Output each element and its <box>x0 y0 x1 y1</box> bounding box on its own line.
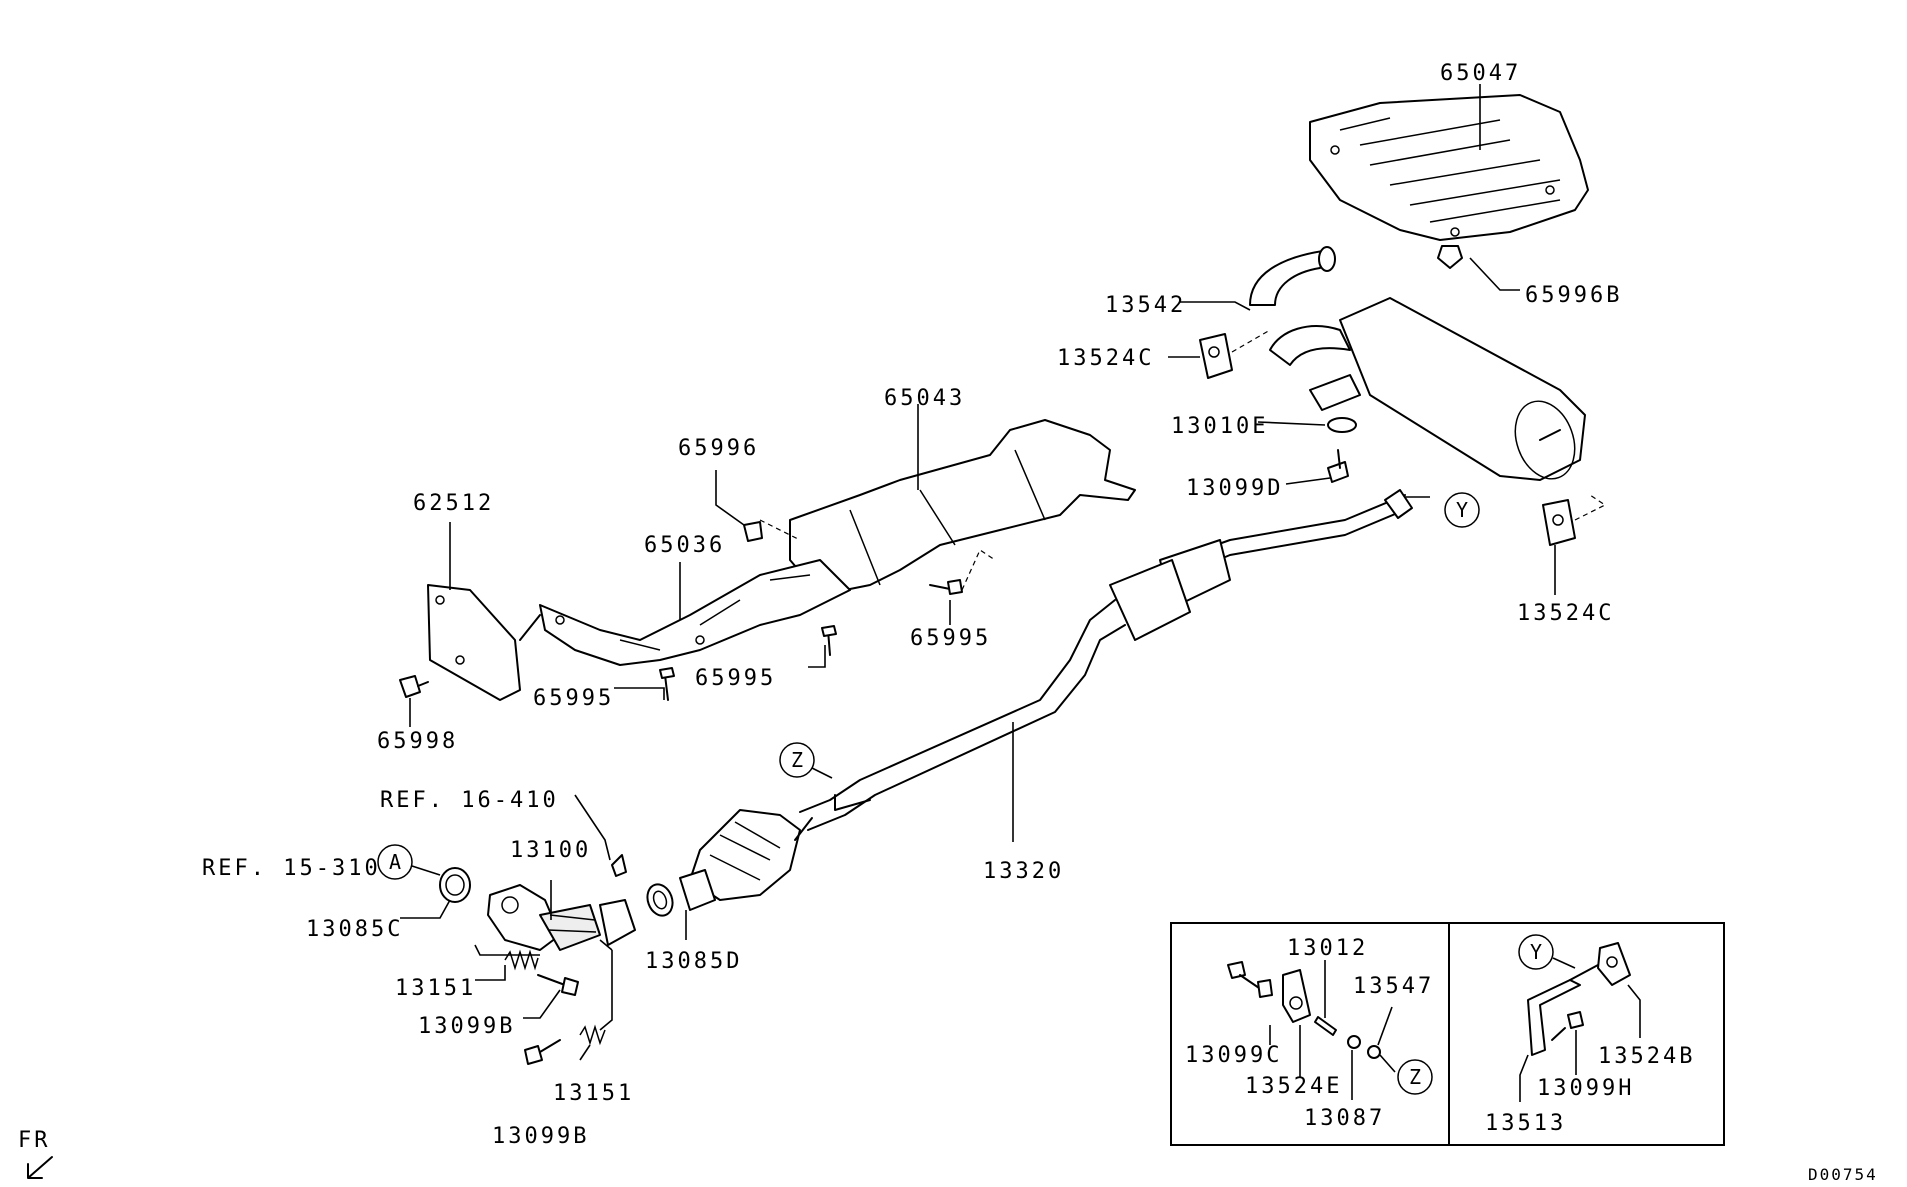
label-13542: 13542 <box>1105 293 1186 318</box>
tailpipe-13542 <box>1249 246 1336 306</box>
center-exhaust-pipe-13320 <box>799 489 1413 831</box>
label-65996B: 65996B <box>1525 283 1622 308</box>
diagram-id: D00754 <box>1808 1165 1878 1184</box>
heat-shield-65043 <box>789 419 1136 596</box>
label-13524C-right: 13524C <box>1517 601 1614 626</box>
label-13151-bottom: 13151 <box>553 1081 634 1106</box>
label-65995-mid: 65995 <box>695 666 776 691</box>
svg-text:Z: Z <box>1409 1065 1421 1089</box>
callout-A: A <box>377 844 413 880</box>
label-13087: 13087 <box>1304 1106 1385 1131</box>
label-65998: 65998 <box>377 729 458 754</box>
hanger-13524C-top <box>1199 333 1233 379</box>
label-13010E: 13010E <box>1171 414 1268 439</box>
catalytic-converter <box>689 809 813 901</box>
heat-shield-62512 <box>427 584 541 701</box>
clip-65996 <box>743 521 763 542</box>
label-13320: 13320 <box>983 859 1064 884</box>
label-13524B: 13524B <box>1598 1044 1695 1069</box>
main-muffler <box>1339 297 1586 481</box>
label-13547: 13547 <box>1353 974 1434 999</box>
clip-65995-mid <box>821 625 837 656</box>
callout-Y-detail: Y <box>1518 934 1554 970</box>
label-13085C: 13085C <box>306 917 403 942</box>
label-13012: 13012 <box>1287 936 1368 961</box>
label-13099B-top: 13099B <box>418 1014 515 1039</box>
muffler-inlet-pipe <box>1269 325 1361 411</box>
svg-text:Y: Y <box>1456 498 1468 522</box>
label-65036: 65036 <box>644 533 725 558</box>
detail-bolt-13099H <box>1551 1011 1584 1041</box>
label-62512: 62512 <box>413 491 494 516</box>
label-13099C: 13099C <box>1185 1043 1282 1068</box>
svg-text:A: A <box>389 850 401 874</box>
callout-Y-main: Y <box>1444 492 1480 528</box>
label-65995-right: 65995 <box>910 626 991 651</box>
label-65996: 65996 <box>678 436 759 461</box>
detail-pin-13012 <box>1314 1016 1337 1036</box>
ref-sensor <box>611 854 627 877</box>
flange-plate <box>679 869 716 911</box>
bolt-65998 <box>399 675 429 698</box>
callout-Z-main: Z <box>779 742 815 778</box>
label-13524E: 13524E <box>1245 1074 1342 1099</box>
detail-hanger-13524E <box>1282 969 1311 1023</box>
label-65047: 65047 <box>1440 61 1521 86</box>
heat-shield-65036 <box>539 559 851 666</box>
svg-text:Z: Z <box>791 748 803 772</box>
spring-13151-bottom <box>579 1024 606 1046</box>
front-pipe-13100 <box>487 884 636 951</box>
label-65043: 65043 <box>884 386 965 411</box>
label-13151-top: 13151 <box>395 976 476 1001</box>
label-13524C-top: 13524C <box>1057 346 1154 371</box>
bolt-13099D <box>1327 449 1349 483</box>
gasket-13085D <box>646 883 674 917</box>
label-13099B-bottom: 13099B <box>492 1124 589 1149</box>
label-ref-16-410: REF. 16-410 <box>380 788 559 813</box>
bolt-13099B-bottom <box>524 1039 561 1065</box>
detail-bolt-13099C <box>1227 961 1273 998</box>
gasket-13010E <box>1327 417 1357 433</box>
label-13100: 13100 <box>510 838 591 863</box>
gasket-13085C <box>439 867 471 903</box>
label-13099D: 13099D <box>1186 476 1283 501</box>
detail-clip-13547 <box>1367 1045 1381 1059</box>
clip-65995-right <box>929 579 963 595</box>
label-65995-left: 65995 <box>533 686 614 711</box>
detail-inset <box>1170 922 1725 1146</box>
svg-text:FR: FR <box>18 1128 51 1153</box>
detail-bracket-13513 <box>1527 964 1599 1056</box>
bolt-13099B-top <box>537 974 579 996</box>
clip-65995-left <box>659 667 675 701</box>
front-direction-arrow: FR <box>18 1128 53 1179</box>
callout-Z-detail: Z <box>1397 1059 1433 1095</box>
label-13085D: 13085D <box>645 949 742 974</box>
label-ref-15-310: REF. 15-310 <box>202 856 381 881</box>
hanger-13524C-right <box>1542 499 1576 546</box>
label-13513: 13513 <box>1485 1111 1566 1136</box>
detail-washer-13087 <box>1347 1035 1361 1049</box>
svg-text:Y: Y <box>1530 940 1542 964</box>
heat-shield-65047 <box>1309 94 1589 241</box>
clip-65996B <box>1437 245 1463 269</box>
label-13099H: 13099H <box>1537 1076 1634 1101</box>
